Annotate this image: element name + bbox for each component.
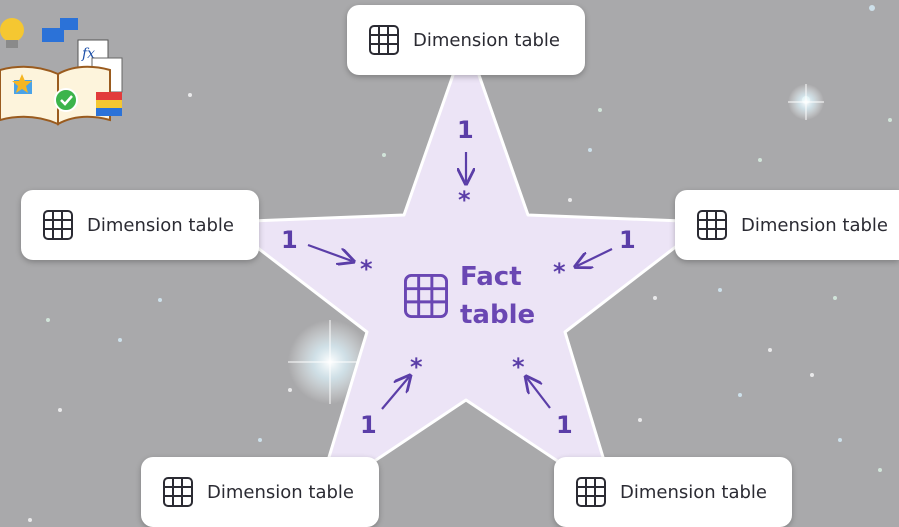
books-lightbulb-logo-icon: fx <box>0 18 123 126</box>
sparkle-dot <box>638 418 642 422</box>
dimension-box-bottom-right[interactable]: Dimension table <box>554 457 792 527</box>
dimension-label: Dimension table <box>741 214 888 236</box>
sparkle-dot <box>158 298 162 302</box>
cardinality-one-right: 1 <box>619 226 636 254</box>
arrow-right <box>577 248 613 266</box>
dimension-label: Dimension table <box>207 481 354 503</box>
sparkle-dot <box>838 438 842 442</box>
dimension-box-left[interactable]: Dimension table <box>21 190 259 260</box>
sparkle-dot <box>888 118 892 122</box>
cardinality-one-left: 1 <box>281 226 298 254</box>
sparkle-dot <box>718 288 722 292</box>
dimension-label: Dimension table <box>87 214 234 236</box>
grid-table-icon <box>43 210 73 240</box>
dimension-box-top[interactable]: Dimension table <box>347 5 585 75</box>
arrow-bottom-right <box>527 378 551 409</box>
sparkle-dot <box>188 93 192 97</box>
fact-label-line2: table <box>460 300 536 330</box>
fact-table-node[interactable]: Fact table <box>404 258 535 334</box>
sparkle-dot <box>28 518 32 522</box>
grid-table-icon <box>163 477 193 507</box>
cardinality-many-top: * <box>458 186 471 214</box>
sparkle-dot <box>288 388 292 392</box>
sparkle-dot <box>833 296 837 300</box>
cardinality-many-right: * <box>553 258 566 286</box>
sparkle-dot <box>118 338 122 342</box>
sparkle-dot <box>46 318 50 322</box>
cardinality-one-top: 1 <box>457 116 474 144</box>
grid-table-icon <box>404 274 448 318</box>
relationship-arrows <box>307 152 613 410</box>
sparkle-dot <box>588 148 592 152</box>
cardinality-many-left: * <box>360 255 373 283</box>
star-shape <box>222 36 710 502</box>
sparkle-dot <box>568 198 572 202</box>
sparkle-dot <box>738 393 742 397</box>
dimension-box-bottom-left[interactable]: Dimension table <box>141 457 379 527</box>
cardinality-one-bottom-right: 1 <box>556 411 573 439</box>
grid-table-icon <box>576 477 606 507</box>
sparkle-dot <box>598 108 602 112</box>
cardinality-many-bottom-left: * <box>410 353 423 381</box>
cardinality-one-bottom-left: 1 <box>360 411 377 439</box>
sparkle-dot <box>878 468 882 472</box>
grid-table-icon <box>697 210 727 240</box>
sparkle-dot <box>768 348 772 352</box>
dimension-box-right[interactable]: Dimension table <box>675 190 899 260</box>
fact-label-line1: Fact <box>460 262 522 292</box>
sparkle-dot <box>653 296 657 300</box>
grid-table-icon <box>369 25 399 55</box>
sparkle-dot <box>810 373 814 377</box>
cardinality-many-bottom-right: * <box>512 353 525 381</box>
sparkle-dot <box>58 408 62 412</box>
dimension-label: Dimension table <box>413 29 560 51</box>
arrow-left <box>307 243 352 261</box>
sparkle-dot <box>869 5 875 11</box>
sparkle-dot <box>758 158 762 162</box>
sparkle-dot <box>382 153 386 157</box>
arrow-bottom-left <box>381 377 409 410</box>
sparkle-dot <box>258 438 262 442</box>
dimension-label: Dimension table <box>620 481 767 503</box>
